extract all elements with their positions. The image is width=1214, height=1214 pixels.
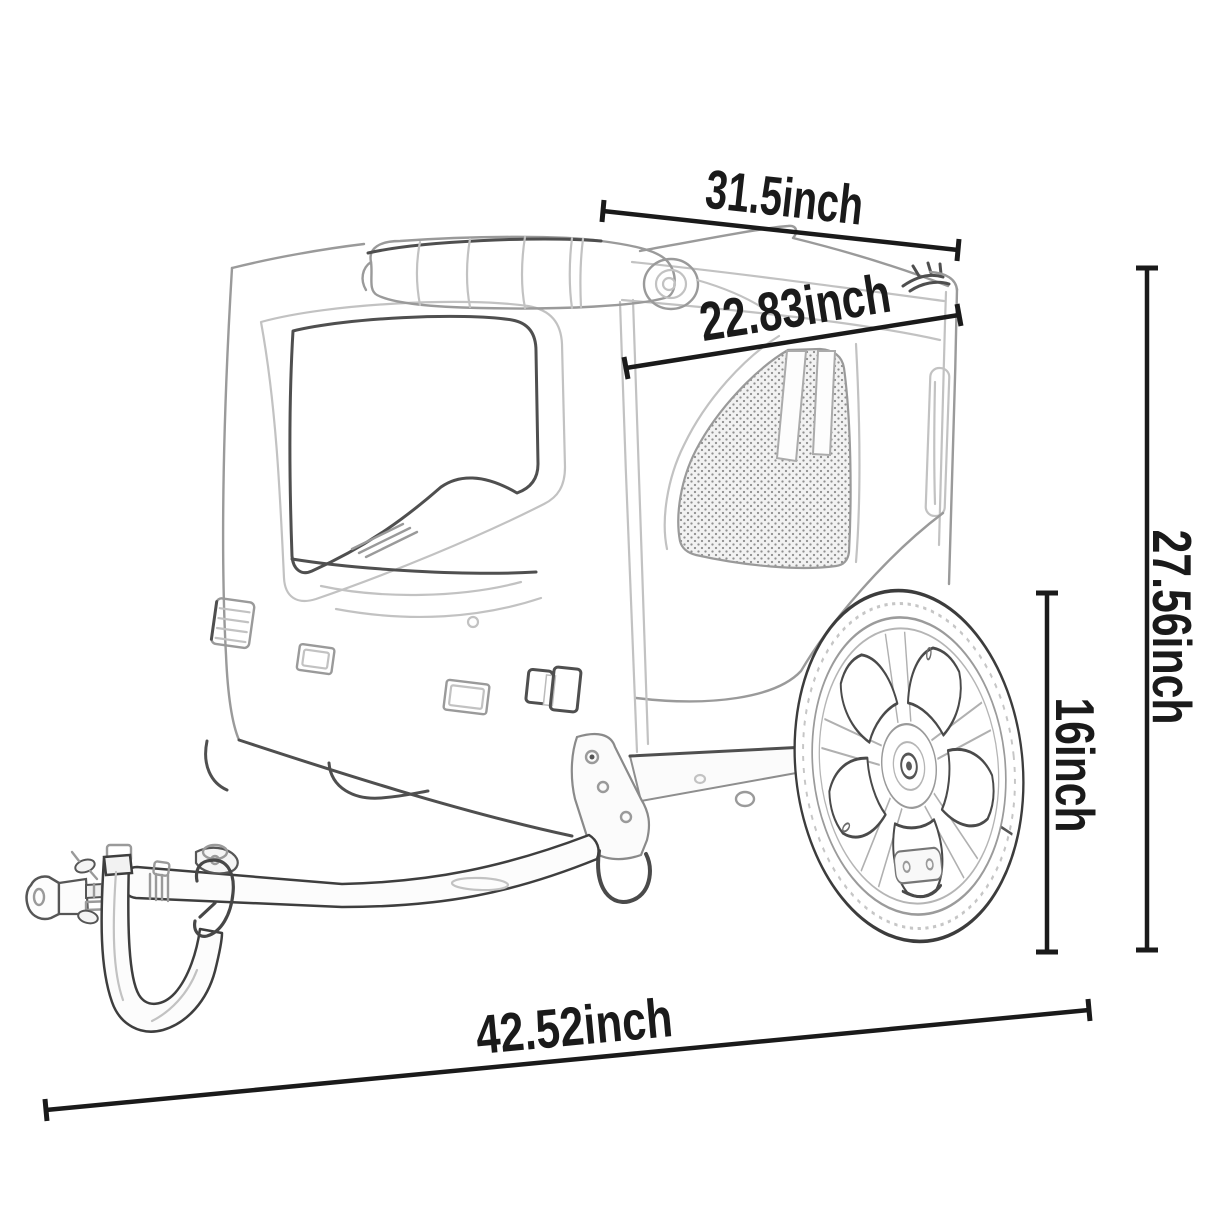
front-door xyxy=(259,300,567,629)
floor-grommet xyxy=(466,615,480,629)
dimension-line xyxy=(45,1007,1090,1113)
wing-screw-bottom xyxy=(77,909,99,925)
cabin-front-top-edge xyxy=(230,242,366,270)
safety-strap xyxy=(100,843,235,1033)
strap-webbing xyxy=(100,856,224,1033)
tube-highlight xyxy=(450,876,510,892)
axle-plate xyxy=(893,846,943,899)
bundle-top-accent xyxy=(366,237,603,255)
dimension-overall-length: 42.52inch xyxy=(42,986,1093,1122)
chassis-frame xyxy=(570,732,815,904)
wing-screw-top xyxy=(74,858,96,874)
dimension-tick-start xyxy=(42,1098,50,1122)
dimension-wheel-height-label: 16inch xyxy=(1044,698,1106,833)
cabin-body xyxy=(204,224,959,838)
bracket-bolt-2 xyxy=(596,780,610,794)
dimension-tick-start xyxy=(621,356,631,380)
fabric-scallop xyxy=(327,761,430,800)
dimension-overall-height: 27.56inch xyxy=(1136,265,1203,953)
bundle-right-cap xyxy=(642,257,700,311)
floor-hatch-wedge xyxy=(350,522,419,559)
bracket-bolt-3 xyxy=(619,810,633,824)
tow-bar xyxy=(121,833,600,909)
window-strap-2 xyxy=(811,350,837,457)
coupler-neck xyxy=(57,877,90,916)
side-top-seam xyxy=(620,298,942,342)
dimension-tick-start xyxy=(599,199,607,223)
hub-axle xyxy=(900,752,918,780)
bundle-left-cap xyxy=(361,260,373,292)
rear-corner-ties xyxy=(901,261,959,293)
rear-edge xyxy=(947,287,959,586)
seat-cushion-curve-1 xyxy=(319,580,523,597)
bracket-bolt-1 xyxy=(584,749,600,765)
safety-d-ring xyxy=(596,849,652,904)
front-fittings xyxy=(209,597,583,716)
strap-edge-lines xyxy=(112,870,199,1023)
door-floor-line xyxy=(290,557,538,575)
front-left-fold xyxy=(204,739,229,792)
dimension-tick-end xyxy=(954,303,964,327)
rear-slot xyxy=(924,366,951,518)
tire-inner xyxy=(811,616,1007,916)
label-plate-1 xyxy=(295,642,336,676)
dimension-line xyxy=(602,208,959,253)
bundle-ridges xyxy=(415,235,585,310)
dimension-overall-height-label: 27.56inch xyxy=(1141,530,1203,725)
spring-coils xyxy=(148,872,170,903)
front-corner-post-a xyxy=(618,300,639,754)
roof-silhouette xyxy=(638,224,950,288)
spokes xyxy=(821,631,992,888)
mesh-panel xyxy=(677,347,852,570)
hitch-bracket xyxy=(570,732,651,861)
dimension-wheel-height: 16inch xyxy=(1036,590,1106,955)
cabin-bottom-edge xyxy=(237,738,574,838)
tow-bar-tube xyxy=(121,833,600,909)
wheel xyxy=(793,588,1025,944)
mesh-outer-frame xyxy=(663,334,781,551)
rail-hole xyxy=(734,790,756,808)
buckle-reflector xyxy=(524,665,583,714)
label-plate-2 xyxy=(442,678,491,716)
door-outer-frame xyxy=(259,300,567,603)
mesh-right-frame xyxy=(854,342,861,564)
dimension-top-width: 31.5inch xyxy=(599,158,962,262)
rim xyxy=(818,627,1000,905)
rear-slot-inner xyxy=(933,380,937,506)
side-bottom-wheelwell xyxy=(634,511,945,703)
dimension-tick-end xyxy=(954,238,962,262)
mesh-window xyxy=(663,334,861,570)
trailer-sketch xyxy=(25,224,1025,1033)
door-opening-outline xyxy=(288,314,540,575)
bar-clip xyxy=(152,860,171,877)
tire-tread xyxy=(802,602,1016,930)
dimension-line xyxy=(625,312,960,371)
side-reflector xyxy=(209,597,256,650)
carabiner-hook xyxy=(193,843,235,938)
coupler-end-cap xyxy=(25,875,61,921)
roof-bundle xyxy=(361,235,768,312)
window-strap-1 xyxy=(775,350,808,463)
front-corner-post-b xyxy=(631,298,650,746)
bundle-tie xyxy=(695,278,768,312)
seat-cushion-curve-2 xyxy=(334,596,543,619)
strap-wrap xyxy=(102,853,134,877)
valve-stem xyxy=(1001,825,1013,836)
cabin-left-edge xyxy=(221,266,241,742)
dimension-tick-end xyxy=(1085,998,1093,1022)
